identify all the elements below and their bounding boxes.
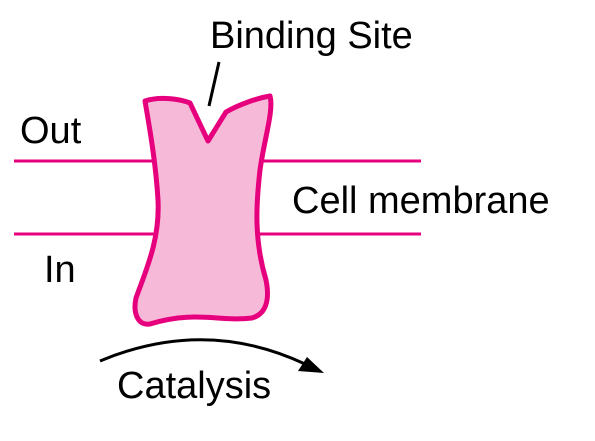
binding-site-label: Binding Site xyxy=(210,15,413,57)
cell-membrane-label: Cell membrane xyxy=(292,180,550,222)
out-label: Out xyxy=(20,110,82,152)
catalysis-arrowhead xyxy=(298,357,324,373)
enzyme-protein-shape xyxy=(132,93,274,327)
cell-membrane xyxy=(14,159,421,236)
in-label: In xyxy=(44,249,76,291)
catalysis-arrow-curve xyxy=(99,338,306,366)
catalysis-arrow xyxy=(99,338,324,373)
catalysis-label: Catalysis xyxy=(117,365,271,407)
binding-site-pointer xyxy=(207,61,221,107)
